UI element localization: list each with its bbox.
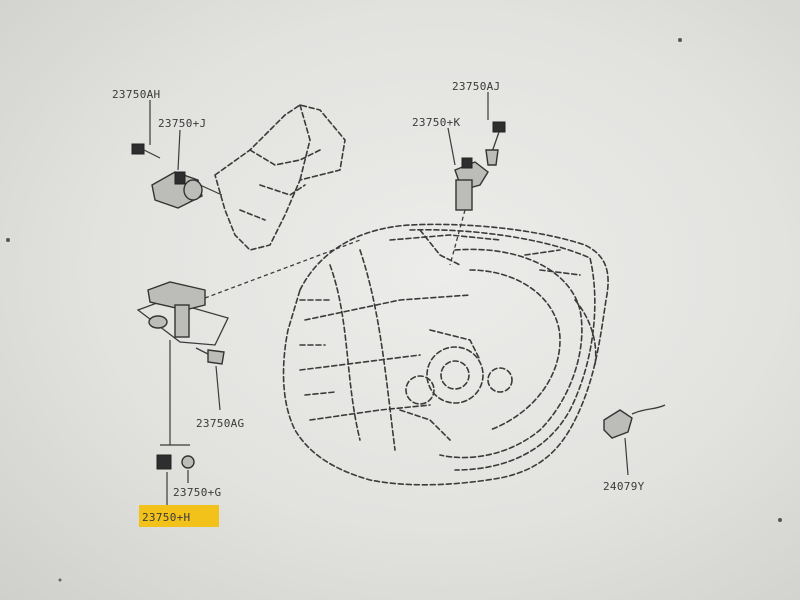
- bolt-23750aj: [485, 121, 506, 166]
- sensor-24079y: [603, 404, 666, 476]
- label-24079y: 24079Y: [603, 480, 645, 493]
- connector-parts: [156, 340, 195, 505]
- transmission-housing: [282, 223, 609, 486]
- label-23750j: 23750+J: [158, 117, 206, 130]
- bolt-23750ag: [195, 347, 225, 411]
- label-23750ag: 23750AG: [196, 417, 244, 430]
- highlight-marker: [139, 505, 219, 527]
- sensor-bracket-left: [136, 239, 361, 346]
- upper-bracket: [214, 104, 346, 251]
- label-23750aj: 23750AJ: [452, 80, 500, 93]
- label-23750g: 23750+G: [173, 486, 221, 499]
- label-23750dah: 23750AH: [112, 88, 160, 101]
- bolt-23750dah: [131, 143, 161, 159]
- label-23750h: 23750+H: [142, 511, 190, 524]
- sensor-23750k: [449, 157, 489, 266]
- label-23750k: 23750+K: [412, 116, 461, 129]
- sensor-23750j: [151, 171, 223, 209]
